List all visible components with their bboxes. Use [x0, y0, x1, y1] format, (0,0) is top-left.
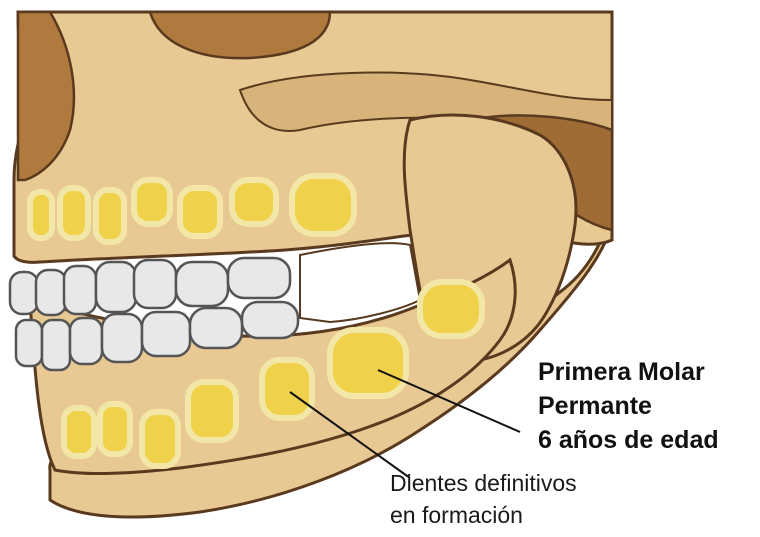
erupted-tooth: [36, 270, 66, 315]
erupted-tooth: [176, 262, 228, 306]
erupted-tooth: [64, 266, 96, 314]
jaw-gap: [300, 243, 420, 322]
tooth-bud: [30, 192, 52, 238]
tooth-bud-developing: [262, 360, 312, 418]
erupted-tooth: [16, 320, 42, 366]
tooth-bud: [64, 408, 94, 456]
erupted-tooth: [134, 260, 176, 308]
first-molar-bud: [330, 330, 406, 396]
developing-teeth-label-line2: en formación: [390, 502, 523, 528]
erupted-tooth: [142, 312, 190, 356]
tooth-bud: [188, 382, 236, 440]
tooth-bud: [96, 190, 124, 242]
first-molar-label-line2: Permante: [538, 392, 652, 421]
erupted-tooth: [228, 258, 290, 298]
erupted-tooth: [190, 308, 242, 348]
erupted-tooth: [102, 314, 142, 362]
upper-tooth-buds: [30, 176, 354, 242]
erupted-tooth: [96, 262, 136, 312]
tooth-bud: [232, 180, 276, 224]
first-molar-label-line3: 6 años de edad: [538, 426, 719, 455]
developing-teeth-label-line1: Dientes definitivos: [390, 470, 577, 496]
tooth-bud: [420, 282, 482, 336]
tooth-bud: [134, 180, 170, 224]
tooth-bud: [180, 188, 220, 236]
erupted-tooth: [42, 320, 70, 370]
tooth-bud: [142, 412, 178, 466]
erupted-tooth: [70, 318, 102, 364]
tooth-bud: [100, 404, 130, 454]
erupted-tooth: [10, 272, 38, 314]
tooth-bud: [60, 188, 88, 238]
tooth-bud: [292, 176, 354, 234]
first-molar-label-line1: Primera Molar: [538, 358, 705, 387]
erupted-tooth: [242, 302, 298, 338]
